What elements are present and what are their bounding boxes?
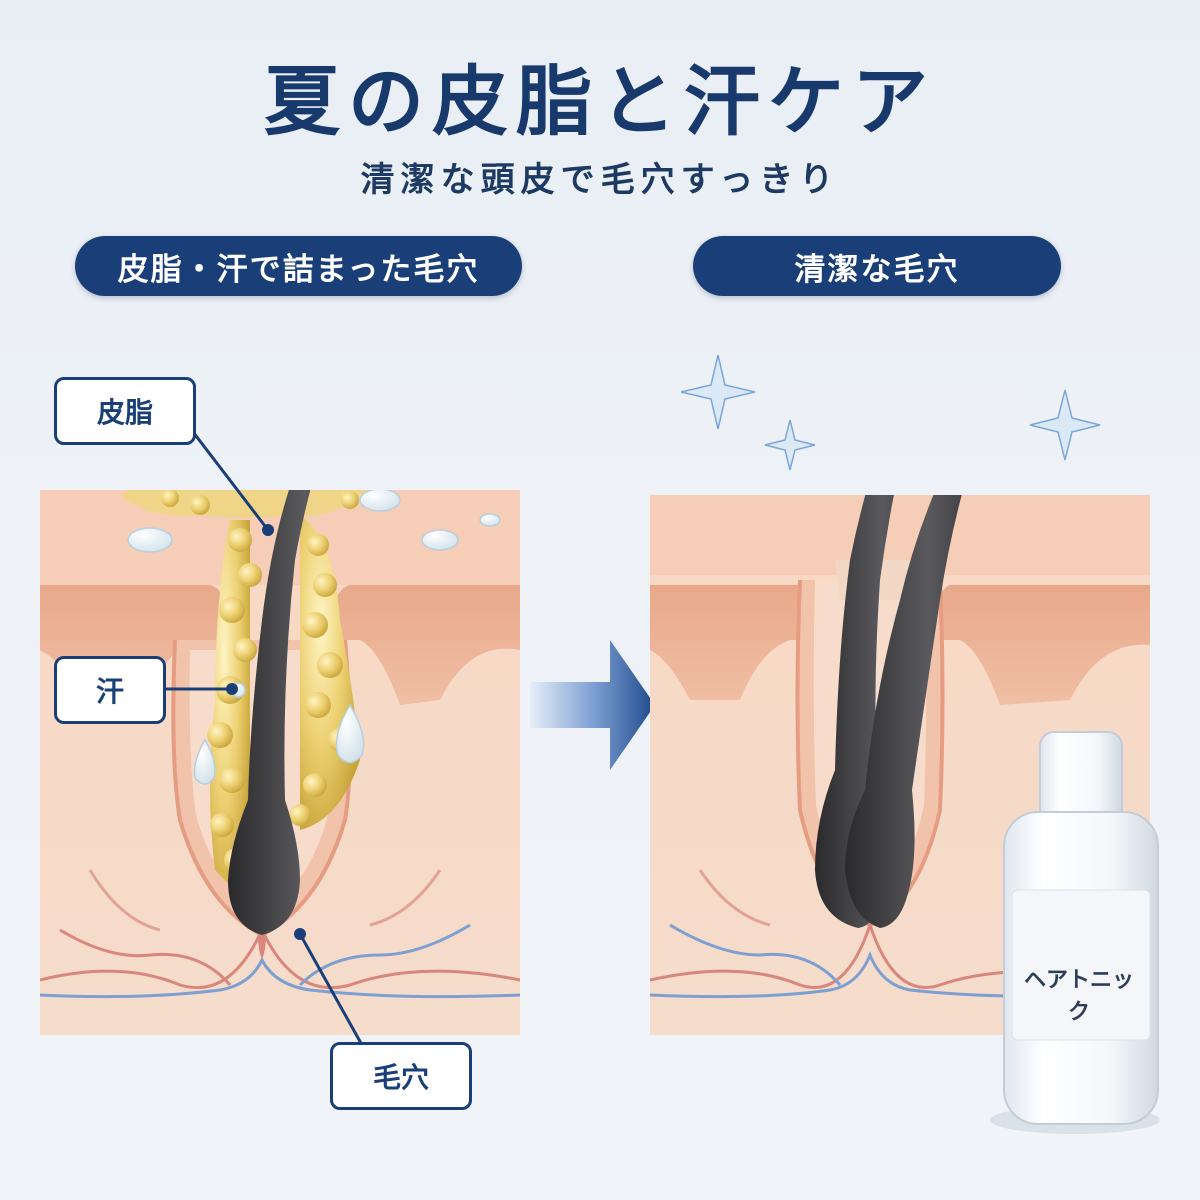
callout-leaders <box>160 427 364 1046</box>
page-subtitle: 清潔な頭皮で毛穴すっきり <box>360 160 840 200</box>
pore-callout: 毛穴 <box>330 1042 472 1110</box>
sparkle-icons <box>680 354 1101 471</box>
hair-tonic-bottle <box>990 731 1160 1134</box>
page-title: 夏の皮脂と汗ケア <box>264 57 936 146</box>
clogged-pore-heading: 皮脂・汗で詰まった毛穴 <box>75 236 522 296</box>
product-label: ヘアトニック <box>1023 968 1134 1025</box>
sebum-callout: 皮脂 <box>54 377 196 445</box>
transition-arrow <box>530 640 655 770</box>
clogged-pore-diagram <box>40 490 520 1035</box>
sweat-callout: 汗 <box>54 656 166 724</box>
clean-pore-heading: 清潔な毛穴 <box>693 236 1061 296</box>
